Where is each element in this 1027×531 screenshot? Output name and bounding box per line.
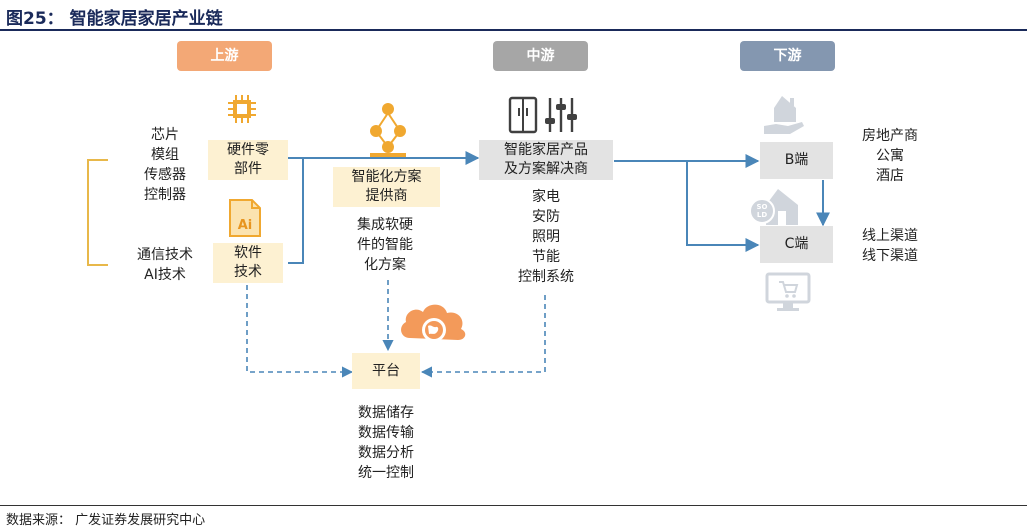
title-divider bbox=[0, 29, 1027, 31]
b-end-box: B端 bbox=[760, 142, 833, 179]
platform-box: 平台 bbox=[352, 353, 420, 389]
stage-upstream: 上游 bbox=[177, 41, 272, 71]
stage-downstream: 下游 bbox=[740, 41, 835, 71]
network-icon bbox=[370, 103, 406, 157]
product-solution-box: 智能家居产品 及方案解决商 bbox=[479, 140, 613, 180]
product-category-list: 家电 安防 照明 节能 控制系统 bbox=[518, 189, 574, 285]
footer-divider bbox=[0, 505, 1027, 506]
house-hand-icon bbox=[764, 96, 804, 134]
arrow-product-to-c bbox=[686, 161, 760, 252]
sliders-icon bbox=[545, 98, 577, 132]
platform-function-list: 数据储存 数据传输 数据分析 统一控制 bbox=[358, 405, 414, 481]
software-tech-list: 通信技术 AI技术 bbox=[137, 247, 193, 283]
hardware-components-list: 芯片 模组 传感器 控制器 bbox=[144, 127, 186, 203]
data-source: 数据来源： 广发证券发展研究中心 bbox=[6, 513, 206, 528]
svg-text:SO: SO bbox=[757, 203, 768, 211]
svg-text:LD: LD bbox=[757, 211, 767, 219]
stage-midstream: 中游 bbox=[493, 41, 588, 71]
fridge-icon bbox=[508, 96, 538, 134]
sold-house-icon: SO LD bbox=[749, 189, 798, 225]
line-software-join bbox=[288, 158, 304, 264]
c-end-channel-list: 线上渠道 线下渠道 bbox=[862, 228, 918, 264]
chip-icon bbox=[228, 95, 256, 123]
solution-provider-box: 智能化方案 提供商 bbox=[333, 167, 440, 207]
svg-text:Ai: Ai bbox=[238, 218, 253, 233]
figure-title: 图25： 智能家居家居产业链 bbox=[6, 9, 223, 29]
solution-description: 集成软硬 件的智能 化方案 bbox=[357, 217, 413, 273]
upstream-bracket bbox=[87, 159, 108, 266]
ai-file-icon: Ai bbox=[229, 199, 261, 237]
software-tech-box: 软件 技术 bbox=[213, 243, 283, 283]
hardware-parts-box: 硬件零 部件 bbox=[208, 140, 288, 180]
dashed-product-to-platform bbox=[420, 295, 546, 378]
monitor-cart-icon bbox=[765, 272, 811, 311]
c-end-box: C端 bbox=[760, 226, 833, 263]
cloud-globe-icon bbox=[401, 304, 466, 342]
dashed-software-to-platform bbox=[246, 285, 354, 378]
b-end-customer-list: 房地产商 公寓 酒店 bbox=[862, 128, 918, 184]
